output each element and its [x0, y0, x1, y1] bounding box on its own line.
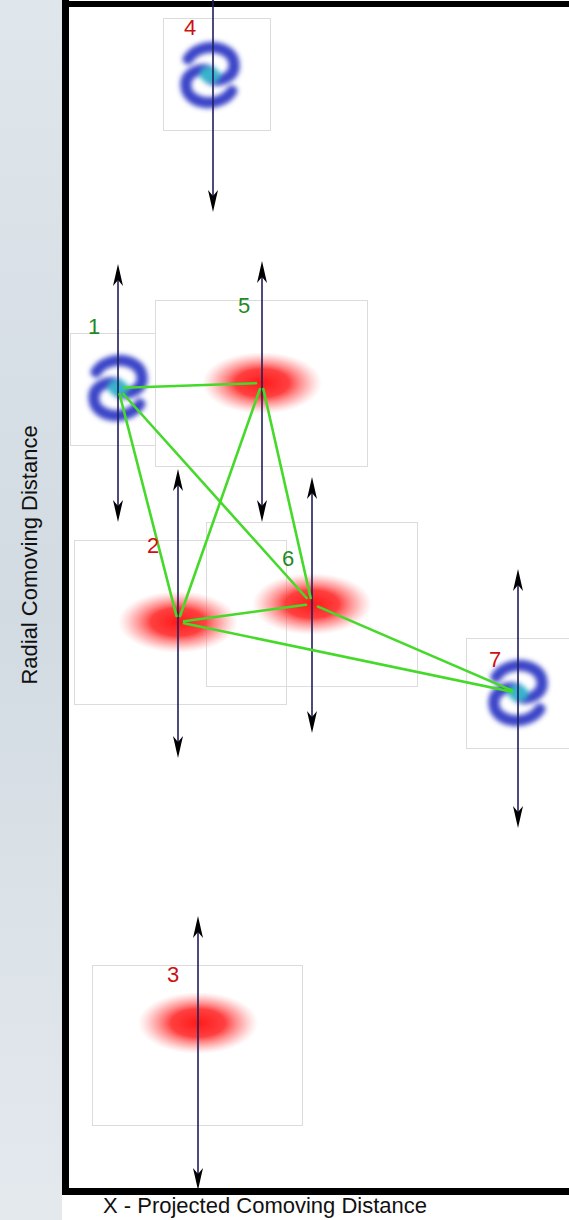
galaxy-node: 2	[172, 616, 184, 628]
galaxy-node: 6	[306, 598, 318, 610]
galaxy-node: 3	[192, 1017, 204, 1029]
galaxy-node: 7	[512, 687, 524, 699]
callout-number: 1	[88, 316, 100, 338]
velocity-arrows	[113, 0, 523, 1190]
galaxy-images	[94, 47, 542, 1054]
pair-link	[124, 383, 256, 388]
pair-link	[318, 607, 512, 691]
callout-number: 5	[238, 295, 250, 317]
galaxy-node: 1	[112, 382, 124, 394]
plot-frame	[62, 0, 569, 1195]
image-frames	[71, 19, 569, 1126]
pair-link	[263, 389, 310, 598]
pair-link	[184, 623, 512, 691]
side-ground	[0, 0, 62, 1220]
callout-number: 7	[489, 649, 501, 671]
pair-link	[180, 389, 260, 616]
callout-number: 4	[184, 17, 196, 39]
galaxy-node: 4	[204, 69, 216, 81]
callout-number: 6	[282, 548, 294, 570]
pair-link	[123, 394, 306, 598]
callout-number: 3	[167, 964, 179, 986]
axis-title: X - Projected Comoving Distance	[103, 1195, 427, 1217]
pair-link	[184, 605, 306, 621]
callout-number: 2	[147, 535, 159, 557]
pair-link	[120, 394, 177, 616]
axis-title: Radial Comoving Distance	[19, 425, 41, 684]
galaxy-node: 5	[256, 377, 268, 389]
